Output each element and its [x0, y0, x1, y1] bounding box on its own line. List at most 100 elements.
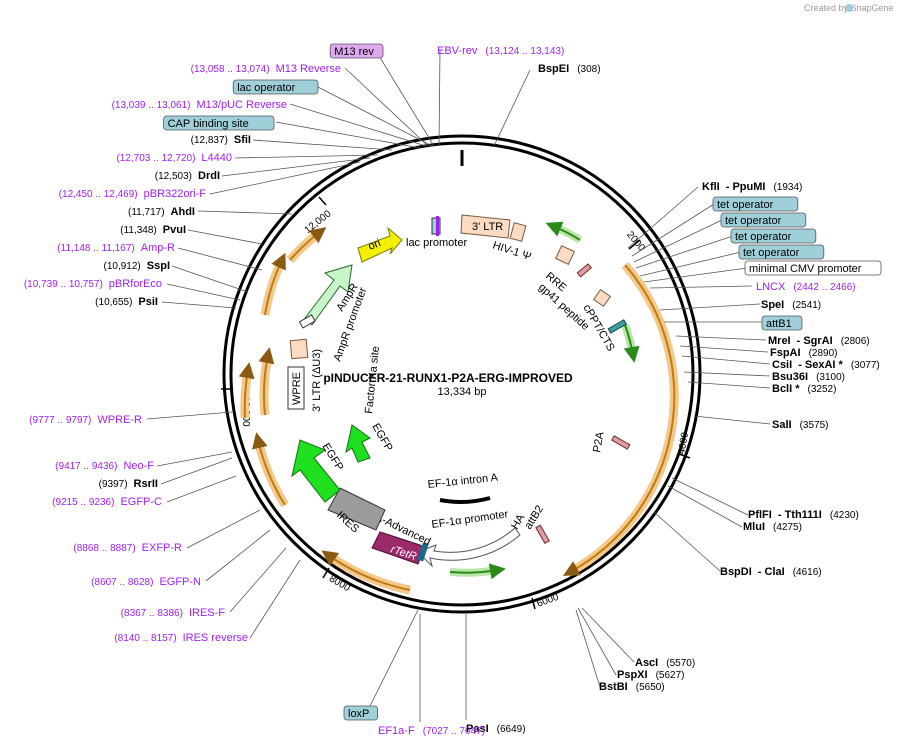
label-csii: CsiI- SexAI *(3077) [772, 359, 880, 371]
ltr5-label: 3' LTR [472, 221, 503, 233]
label-bstbi-position: (5650) [636, 682, 665, 693]
label-m13-puc-reverse: (13,039 .. 13,061)M13/pUC Reverse [112, 99, 287, 111]
label-pbr322ori-f-position: (12,450 .. 12,469) [59, 189, 138, 200]
label-m13-reverse-position: (13,058 .. 13,074) [191, 64, 270, 75]
label-exfp-r-position: (8868 .. 8887) [73, 543, 135, 554]
ampr-promoter-block [298, 314, 316, 329]
tick-6000: 6000 [536, 592, 561, 610]
label-cap-binding-site-box [163, 115, 275, 131]
label-lncx: LNCX(2442 .. 2466) [756, 281, 856, 293]
label-pbr322ori-f-name: pBR322ori-F [144, 188, 207, 200]
wpre-label: WPRE [291, 372, 303, 405]
label-mrei-name2: - SgrAI [797, 335, 833, 347]
label-bspei-name: BspEI [538, 63, 569, 75]
ori-feature: ori [357, 226, 403, 263]
snapgene-credit: Created by SnapGene [804, 3, 894, 13]
label-spei-name: SpeI [761, 299, 784, 311]
label-attb1-box [761, 315, 803, 331]
label-mlui-position: (4275) [773, 522, 802, 533]
label-mrei-name: MreI [768, 335, 791, 347]
label-ires-f-name: IRES-F [189, 607, 225, 619]
label-lncx-position: (2442 .. 2466) [793, 282, 855, 293]
label-cap-binding-site: CAP binding site [168, 118, 249, 130]
label-ires-f-position: (8367 .. 8386) [121, 608, 183, 619]
label-lac-operator-box [232, 79, 319, 95]
label-asci-name: AscI [635, 657, 658, 669]
label-bcli-position: (3252) [808, 384, 837, 395]
plasmid-size: 13,334 bp [438, 386, 487, 398]
label-pspxi-position: (5627) [656, 670, 685, 681]
label-egfp-c-position: (9215 .. 9236) [52, 497, 114, 508]
label-bsu36i: Bsu36I (3100) [772, 371, 845, 383]
attb2-block [535, 524, 550, 544]
ha-label: HA [509, 512, 527, 532]
label-asci-position: (5570) [666, 658, 695, 669]
label-bcli-name: BclI * [772, 383, 800, 395]
label-pbrforeco-name: pBRforEco [109, 278, 162, 290]
egfp-feature-2: EGFP [345, 422, 395, 463]
label-mlui: MluI(4275) [743, 521, 802, 533]
label-m13-rev-box [329, 43, 384, 59]
label-tet-operator: tet operator [735, 231, 792, 243]
label-amp-r-position: (11,148 .. 11,167) [57, 243, 134, 254]
label-sfii: (12,837)SfiI [191, 134, 251, 146]
label-bsu36i-position: (3100) [816, 372, 845, 383]
label-loxp-box [343, 705, 378, 721]
lac-promoter-label: lac promoter [406, 237, 467, 249]
label-attb1: attB1 [766, 318, 792, 330]
ef1a-promoter: EF-1α promoter [417, 508, 521, 568]
label-sali-name: SalI [772, 419, 792, 431]
label-lac-operator: lac operator [237, 82, 295, 94]
label-psii-name: PsiI [138, 296, 158, 308]
label-spei: SpeI (2541) [761, 299, 821, 311]
label-l4440-name: L4440 [201, 152, 232, 164]
label-csii-position: (3077) [851, 360, 880, 371]
label-bsu36i-name: Bsu36I [772, 371, 808, 383]
label-minimal-cmv-promoter-box [744, 260, 882, 276]
label-ef1a-f: EF1a-F(7027 .. 7047) [378, 725, 485, 737]
left-label-column: M13 rev(13,058 .. 13,074)M13 Reverselac … [24, 43, 384, 644]
label-ef1a-f-position: (7027 .. 7047) [423, 726, 485, 737]
ef1a-intron: EF-1α intron A [427, 472, 499, 504]
tick-4000: 4000 [676, 431, 691, 455]
feature-3ltr-top: 3' LTR [460, 214, 527, 242]
label-mrei: MreI - SgrAI (2806) [768, 335, 870, 347]
label-fspai-name: FspAI [770, 347, 801, 359]
label-tet-operator: tet operator [743, 247, 800, 259]
label-drdi-name: DrdI [198, 170, 220, 182]
label-l4440-position: (12,703 .. 12,720) [116, 153, 195, 164]
label-ebv-rev-position: (13,124 .. 13,143) [485, 46, 564, 57]
ef1a-promoter-label: EF-1α promoter [431, 508, 510, 531]
label-bspdi-name2: - ClaI [758, 566, 785, 578]
label-drdi-position: (12,503) [155, 171, 192, 182]
label-l4440: (12,703 .. 12,720) L4440 [116, 152, 232, 164]
label-exfp-r: (8868 .. 8887)EXFP-R [73, 542, 182, 554]
label-neo-f-position: (9417 .. 9436) [55, 461, 117, 472]
label-bspdi-position: (4616) [793, 567, 822, 578]
label-asci: AscI (5570) [635, 657, 695, 669]
label-pflfi-position: (4230) [830, 510, 859, 521]
label-neo-f-name: Neo-F [123, 460, 154, 472]
label-fspai: FspAI(2890) [770, 347, 837, 359]
label-pspxi: PspXI(5627) [617, 669, 684, 681]
label-tet-operator-box [738, 244, 825, 260]
label-spei-position: (2541) [792, 300, 821, 311]
label-m13-puc-reverse-name: M13/pUC Reverse [197, 99, 287, 111]
label-tet-operator-box [712, 196, 799, 212]
label-ires-reverse: (8140 .. 8157)IRES reverse [114, 632, 248, 644]
label-tet-operator: tet operator [717, 199, 774, 211]
bottom-label-column: AscI(5570)PspXI(5627)BstBI(5650)PasI(664… [343, 657, 695, 737]
label-bcli: BclI * (3252) [772, 383, 836, 395]
label-egfp-c: (9215 .. 9236)EGFP-C [52, 496, 162, 508]
ori-label: ori [367, 237, 383, 253]
label-mrei-position: (2806) [841, 336, 870, 347]
label-ires-reverse-position: (8140 .. 8157) [114, 633, 176, 644]
label-pasi: PasI(6649) [466, 723, 526, 735]
label-sspi: (10,912)SspI [104, 260, 170, 272]
label-psii-position: (10,655) [95, 297, 132, 308]
label-m13-rev: M13 rev [334, 46, 374, 58]
label-tet-operator-box [720, 212, 807, 228]
label-sali-position: (3575) [800, 420, 829, 431]
label-bspdi: BspDI- ClaI(4616) [720, 566, 822, 578]
